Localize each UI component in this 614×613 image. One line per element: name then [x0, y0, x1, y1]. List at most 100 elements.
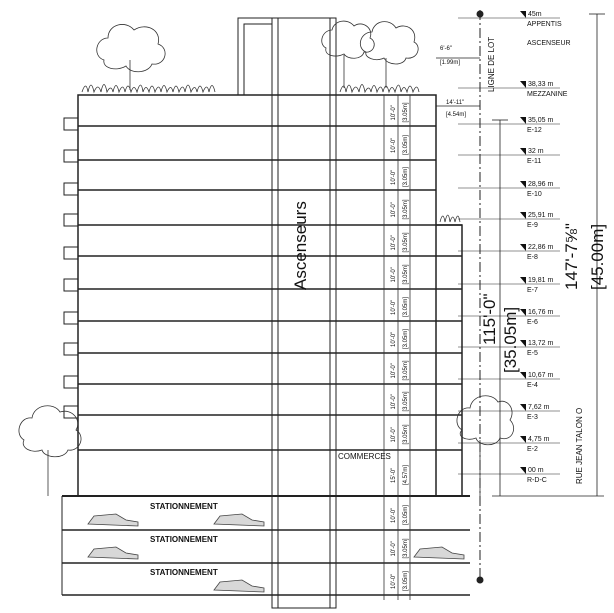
level-marker-icon — [520, 81, 526, 88]
floor-height-m: [3.05m] — [403, 571, 409, 591]
balcony — [63, 117, 79, 131]
level-name: E-4 — [527, 382, 538, 389]
level-marker-icon — [520, 404, 526, 411]
level-marker-icon — [520, 309, 526, 316]
parking-label-2: STATIONNEMENT — [150, 535, 218, 544]
setback-dimensions — [436, 57, 480, 107]
floor-height-m: [3.05m] — [403, 391, 409, 411]
mezz-setback-m: [4.54m] — [446, 112, 466, 118]
floor-height-ft: 10'-0" — [391, 170, 397, 185]
car-icon — [87, 513, 139, 527]
level-marker-icon — [520, 212, 526, 219]
rooftop-planting — [81, 84, 461, 223]
level-elevation: 4,75 m — [528, 436, 550, 443]
balcony — [63, 213, 79, 227]
commerces-label: COMMERCES — [338, 452, 391, 461]
balcony — [63, 278, 79, 292]
balcony — [63, 149, 79, 163]
level-marker-icon — [520, 372, 526, 379]
floor-height-m: [3.05m] — [403, 538, 409, 558]
height-total-ft: 147'-7⅝" — [562, 223, 581, 290]
level-marker-icon — [520, 181, 526, 188]
level-name: E-8 — [527, 254, 538, 261]
street-label: RUE JEAN TALON O — [575, 408, 584, 484]
parking-label-3: STATIONNEMENT — [150, 568, 218, 577]
level-name: APPENTIS — [527, 21, 562, 28]
level-name: E-12 — [527, 127, 542, 134]
level-elevation: 00 m — [528, 467, 544, 474]
floor-dimension-labels: 10'-0" [3.05m] 10'-0" [3.05m] 10'-0" [3.05m] 1… — [391, 102, 409, 591]
top-setback-m: [1.99m] — [440, 60, 460, 66]
parking-label-1: STATIONNEMENT — [150, 502, 218, 511]
level-name: ASCENSEUR — [527, 40, 571, 47]
level-name: E-3 — [527, 414, 538, 421]
tree-street-left — [18, 405, 82, 496]
height-mid-m: [35.05m] — [501, 307, 520, 373]
height-mid-ft: 115'-0" — [480, 294, 499, 346]
trees — [18, 20, 514, 496]
floor-height-ft: 10'-0" — [391, 138, 397, 153]
level-elevation: 35,05 m — [528, 117, 553, 124]
floor-height-m: [3.05m] — [403, 297, 409, 317]
floor-height-ft: 10'-0" — [391, 105, 397, 120]
floor-height-ft: 10'-0" — [391, 300, 397, 315]
level-name: E-7 — [527, 287, 538, 294]
floor-height-m: [3.05m] — [403, 264, 409, 284]
floor-height-ft: 10'-0" — [391, 267, 397, 282]
floor-height-m: [4.57m] — [403, 465, 409, 485]
floor-height-ft: 10'-0" — [391, 363, 397, 378]
floor-height-ft: 10'-0" — [391, 541, 397, 556]
level-elevation: 7,62 m — [528, 404, 550, 411]
level-elevation: 22,86 m — [528, 244, 553, 251]
balcony — [63, 182, 79, 196]
floor-dimension-strip — [383, 95, 411, 600]
floor-height-m: [3.05m] — [403, 167, 409, 187]
balcony — [63, 405, 79, 419]
level-name: E-9 — [527, 222, 538, 229]
level-marker-icon — [520, 467, 526, 474]
floor-height-m: [3.05m] — [403, 135, 409, 155]
elevators-label: Ascenseurs — [291, 201, 310, 290]
floor-height-m: [3.05m] — [403, 360, 409, 380]
floor-height-ft: 10'-0" — [391, 508, 397, 523]
lot-line-label: LIGNE DE LOT — [487, 37, 496, 92]
level-marker-icon — [520, 148, 526, 155]
level-marker-icon — [520, 11, 526, 18]
level-elevation: 19,81 m — [528, 277, 553, 284]
floor-height-m: [3.05m] — [403, 424, 409, 444]
floor-height-m: [3.05m] — [403, 232, 409, 252]
balcony — [63, 246, 79, 260]
floor-height-ft: 10'-0" — [391, 394, 397, 409]
balcony — [63, 342, 79, 356]
mezz-setback-ft: 14'-11" — [446, 100, 464, 106]
car-icon — [213, 513, 265, 527]
level-name: MEZZANINE — [527, 91, 568, 98]
floor-height-ft: 10'-0" — [391, 574, 397, 589]
balcony — [63, 375, 79, 389]
level-name: E-11 — [527, 158, 541, 165]
floor-height-ft: 10'-0" — [391, 332, 397, 347]
level-name: E-10 — [527, 191, 542, 198]
floor-height-ft: 10'-0" — [391, 235, 397, 250]
level-elevation: 16,76 m — [528, 309, 553, 316]
level-name: E-6 — [527, 319, 538, 326]
overall-height-dimensions — [492, 13, 605, 497]
balcony — [63, 311, 79, 325]
level-marker-icon — [520, 277, 526, 284]
floor-height-ft: 10'-0" — [391, 427, 397, 442]
level-elevation: 13,72 m — [528, 340, 553, 347]
height-total-m: [45.00m] — [588, 224, 607, 290]
floor-height-m: [3.05m] — [403, 199, 409, 219]
car-icon — [87, 546, 139, 560]
level-elevation: 32 m — [528, 148, 544, 155]
level-name: E-5 — [527, 350, 538, 357]
elevator-core — [237, 17, 337, 609]
tree-roof-right — [321, 20, 419, 88]
floor-height-m: [3.05m] — [403, 329, 409, 349]
level-marker-icon — [520, 436, 526, 443]
floor-height-m: [3.05m] — [403, 102, 409, 122]
top-setback-ft: 6'-6" — [440, 46, 452, 52]
floor-height-m: [3.05m] — [403, 505, 409, 525]
